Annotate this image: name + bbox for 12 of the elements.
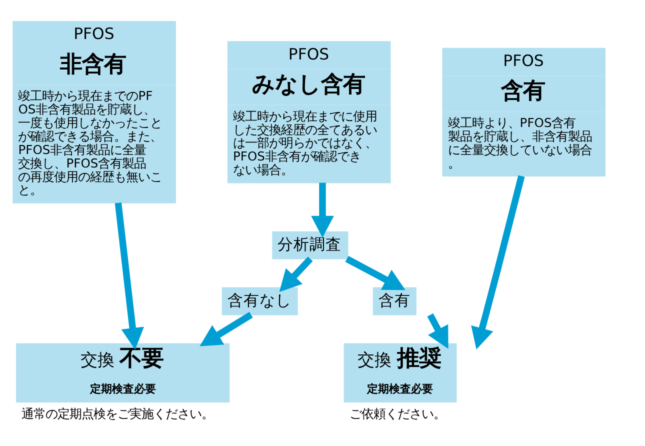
arrow xyxy=(471,174,525,349)
arrow xyxy=(427,312,448,348)
arrow xyxy=(345,255,406,290)
node-label: 通常の定期点検をご実施ください。 xyxy=(22,406,214,420)
arrow xyxy=(279,256,313,292)
node-label: ご依頼ください。 xyxy=(349,406,446,420)
node-box: 含有なし xyxy=(222,286,298,315)
node-box: 分析調査 xyxy=(272,230,348,259)
arrow xyxy=(311,182,334,238)
arrow xyxy=(114,202,144,350)
node-box: 含有 xyxy=(372,286,416,315)
arrow xyxy=(200,311,253,346)
